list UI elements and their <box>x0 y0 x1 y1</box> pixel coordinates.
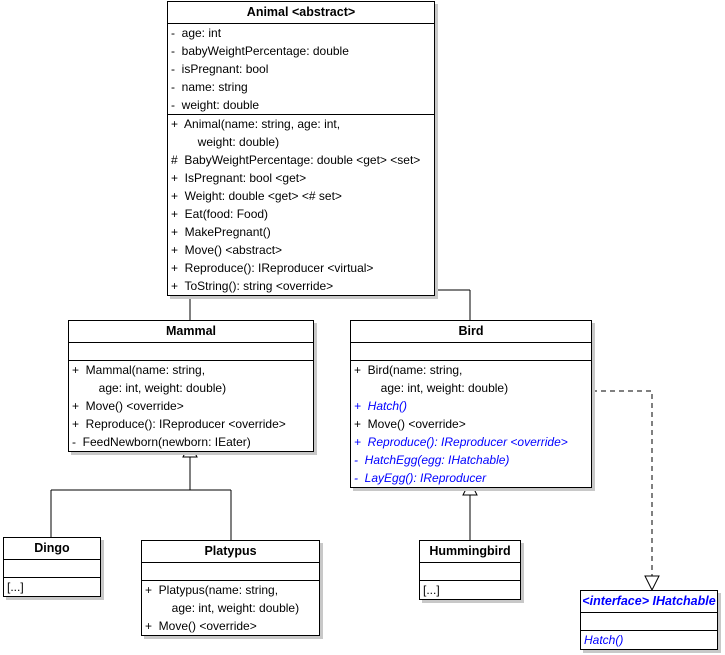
class-box-animal[interactable]: Animal <abstract> - age: int - babyWeigh… <box>167 1 435 296</box>
edge-bird-hummingbird <box>462 479 478 540</box>
method-row: + Reproduce(): IReproducer <virtual> <box>171 261 374 275</box>
methods-compartment-animal: + Animal(name: string, age: int, weight:… <box>168 115 434 295</box>
method-row: - HatchEgg(egg: IHatchable) <box>354 453 510 467</box>
method-row-continuation: age: int, weight: double) <box>145 601 300 615</box>
method-row: Hatch() <box>584 633 624 647</box>
class-name-hummingbird: Hummingbird <box>420 541 520 563</box>
method-row: + Reproduce(): IReproducer <override> <box>354 435 568 449</box>
method-row: + Eat(food: Food) <box>171 207 269 221</box>
method-row: + Hatch() <box>354 399 408 413</box>
attribute-row: - isPregnant: bool <box>171 62 269 76</box>
method-row: - FeedNewborn(newborn: IEater) <box>72 435 251 449</box>
attributes-compartment-bird <box>351 343 591 361</box>
methods-compartment-mammal: + Mammal(name: string, age: int, weight:… <box>69 361 313 451</box>
attributes-compartment-dingo <box>4 560 100 578</box>
method-row: [...] <box>423 583 440 597</box>
class-name-mammal: Mammal <box>69 321 313 343</box>
method-row: + MakePregnant() <box>171 225 271 239</box>
methods-compartment-bird: + Bird(name: string, age: int, weight: d… <box>351 361 591 487</box>
methods-compartment-platypus: + Platypus(name: string, age: int, weigh… <box>142 581 319 635</box>
attribute-row: - age: int <box>171 26 222 40</box>
method-row-continuation: weight: double) <box>171 135 280 149</box>
method-row: + Platypus(name: string, <box>145 583 279 597</box>
class-name-animal: Animal <abstract> <box>168 2 434 24</box>
class-box-mammal[interactable]: Mammal + Mammal(name: string, age: int, … <box>68 320 314 452</box>
class-name-platypus: Platypus <box>142 541 319 563</box>
method-row: + Move() <override> <box>145 619 257 633</box>
class-box-ihatchable[interactable]: <interface> IHatchable Hatch() <box>580 590 718 650</box>
method-row: # BabyWeightPercentage: double <get> <se… <box>171 153 421 167</box>
edge-bird-realizes-ihatchable <box>592 390 660 592</box>
method-row: + ToString(): string <override> <box>171 279 334 293</box>
class-box-bird[interactable]: Bird + Bird(name: string, age: int, weig… <box>350 320 592 488</box>
attributes-compartment-platypus <box>142 563 319 581</box>
method-row-continuation: age: int, weight: double) <box>354 381 509 395</box>
method-row-continuation: age: int, weight: double) <box>72 381 227 395</box>
method-row: + IsPregnant: bool <get> <box>171 171 307 185</box>
methods-compartment-hummingbird: [...] <box>420 581 520 599</box>
attributes-compartment-hummingbird <box>420 563 520 581</box>
class-box-hummingbird[interactable]: Hummingbird [...] <box>419 540 521 600</box>
class-box-platypus[interactable]: Platypus + Platypus(name: string, age: i… <box>141 540 320 636</box>
method-row: + Reproduce(): IReproducer <override> <box>72 417 286 431</box>
method-row: + Move() <override> <box>72 399 184 413</box>
interface-name-ihatchable: <interface> IHatchable <box>581 591 717 613</box>
method-row: + Weight: double <get> <# set> <box>171 189 342 203</box>
attribute-row: - name: string <box>171 80 248 94</box>
edge-mammal-children <box>50 441 232 540</box>
methods-compartment-dingo: [...] <box>4 578 100 596</box>
method-row: + Move() <override> <box>354 417 466 431</box>
attribute-row: - babyWeightPercentage: double <box>171 44 349 58</box>
method-row: - LayEgg(): IReproducer <box>354 471 487 485</box>
class-name-bird: Bird <box>351 321 591 343</box>
attributes-compartment-ihatchable <box>581 613 717 631</box>
attribute-row: - weight: double <box>171 98 260 112</box>
attributes-compartment-animal: - age: int - babyWeightPercentage: doubl… <box>168 24 434 115</box>
method-row: + Move() <abstract> <box>171 243 283 257</box>
methods-compartment-ihatchable: Hatch() <box>581 631 717 649</box>
method-row: + Mammal(name: string, <box>72 363 206 377</box>
method-row: [...] <box>7 580 24 594</box>
class-box-dingo[interactable]: Dingo [...] <box>3 537 101 597</box>
method-row: + Bird(name: string, <box>354 363 463 377</box>
attributes-compartment-mammal <box>69 343 313 361</box>
class-name-dingo: Dingo <box>4 538 100 560</box>
method-row: + Animal(name: string, age: int, <box>171 117 341 131</box>
